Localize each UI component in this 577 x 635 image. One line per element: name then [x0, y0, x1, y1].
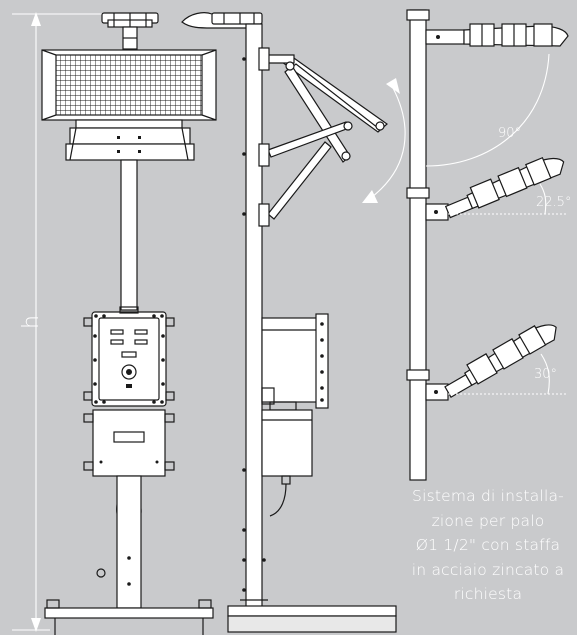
caption-line: Sistema di installa- [412, 487, 564, 505]
side-control-box [261, 313, 329, 411]
side-base [227, 599, 397, 633]
tilt-option-90: 90° [425, 23, 569, 167]
side-view [181, 12, 406, 633]
side-lamp-head [181, 12, 263, 29]
front-view [41, 12, 217, 635]
caption-line: Ø1 1/2" con staffa [415, 536, 561, 554]
side-panel-tilted [242, 47, 388, 227]
angle-label-22-5: 22.5° [536, 195, 571, 210]
installation-caption: Sistema di installa- zione per palo Ø1 1… [398, 484, 577, 607]
front-junction-box [83, 409, 175, 518]
side-pole [245, 23, 263, 631]
panel-bracket [65, 119, 195, 161]
angle-label-30: 30° [534, 367, 557, 382]
tilt-options: 90° 22.5° [406, 9, 571, 481]
front-pole [120, 159, 138, 311]
angle-label-90: 90° [498, 126, 521, 141]
height-label: h [19, 315, 44, 329]
front-control-box [83, 306, 175, 407]
rotation-arrow [362, 78, 406, 203]
tilt-option-22-5: 22.5° [425, 156, 571, 221]
caption-line: in acciaio zincato a [411, 560, 565, 579]
front-lamp-head [101, 12, 159, 50]
caption-line: zione per palo [431, 511, 545, 530]
front-base [44, 475, 214, 635]
tilt-pole [409, 9, 427, 481]
side-junction-box [242, 409, 313, 592]
caption-line: richiesta [453, 585, 523, 603]
solar-panel [41, 49, 217, 121]
tilt-option-30: 30° [425, 324, 566, 401]
